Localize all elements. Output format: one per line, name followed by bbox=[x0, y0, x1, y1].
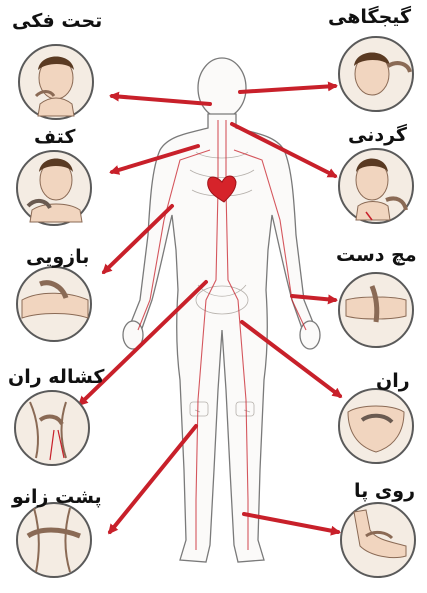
circle-shoulder bbox=[17, 151, 91, 225]
circle-foot bbox=[341, 503, 415, 577]
label-foot: روی پا bbox=[354, 482, 415, 501]
label-shoulder: کتف bbox=[34, 128, 75, 147]
circle-thigh bbox=[339, 389, 413, 463]
circle-knee bbox=[17, 503, 91, 577]
circle-groin bbox=[15, 391, 89, 465]
arrow-knee bbox=[110, 426, 196, 532]
label-knee: پشت زانو bbox=[12, 488, 102, 507]
circle-temple bbox=[339, 37, 413, 111]
circle-arm bbox=[17, 267, 91, 341]
circle-neck bbox=[339, 149, 413, 223]
label-arm: بازویی bbox=[26, 248, 89, 267]
arrow-jaw bbox=[112, 96, 210, 104]
arrow-temple bbox=[240, 86, 335, 92]
body-right-hand bbox=[300, 321, 320, 349]
label-wrist: مچ دست bbox=[336, 246, 417, 265]
label-thigh: ران bbox=[376, 372, 410, 391]
label-groin: کشاله ران bbox=[8, 368, 104, 387]
label-jaw: تحت فکی bbox=[12, 12, 102, 31]
body-head bbox=[198, 58, 246, 118]
label-neck: گردنی bbox=[348, 126, 407, 145]
circle-jaw bbox=[19, 45, 93, 119]
label-temple: گیجگاهی bbox=[328, 8, 411, 27]
circle-wrist bbox=[339, 273, 413, 347]
human-body-figure bbox=[123, 58, 320, 562]
